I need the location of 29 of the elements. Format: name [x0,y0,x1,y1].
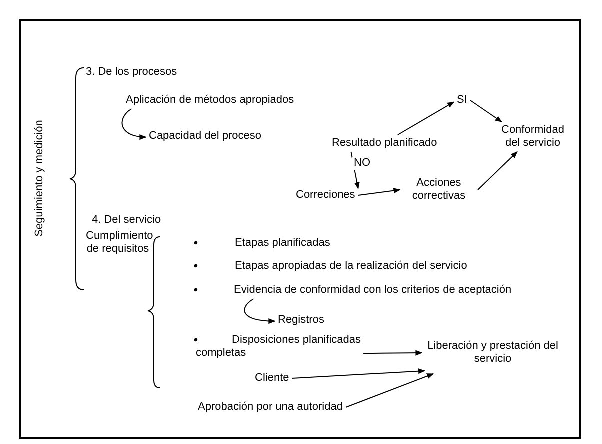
node-text: Conformidad del servicio [494,122,572,152]
node-text: Aprobación por una autoridad [195,399,346,416]
arrow [122,108,147,140]
node-text: Correciones [293,187,358,204]
text-label: Etapas planificadas [235,237,330,250]
node-text: Disposiciones planificadas completas [193,332,367,362]
text-label: 3. De los procesos [86,66,178,79]
node-text: SI [454,92,470,109]
arrow [244,298,276,324]
arrow [470,100,502,122]
vertical-label: Seguimiento y medición [34,119,46,238]
text-label: Etapas apropiadas de la realización del servicio [235,260,468,273]
text-label: 4. Del servicio [92,214,162,227]
node-text: Capacidad del proceso [146,128,265,145]
node-text: Liberación y prestación del servicio [422,338,564,368]
node-text: Acciones correctivas [400,175,478,205]
arrow [292,368,426,379]
arrow [478,152,518,190]
node-text: Registros [275,312,328,329]
arrow [345,374,434,408]
arrow [397,102,455,136]
node-text: Evidencia de conformidad con los criterios de aceptación [231,282,515,299]
node-text: Aplicación de métodos apropiados [123,92,298,109]
arrow [350,152,360,190]
edge-label: NO [352,157,372,170]
node-text: Resultado planificado [329,135,440,152]
arrow [358,188,401,196]
node-text: Cliente [252,370,292,387]
arrow [363,350,423,356]
